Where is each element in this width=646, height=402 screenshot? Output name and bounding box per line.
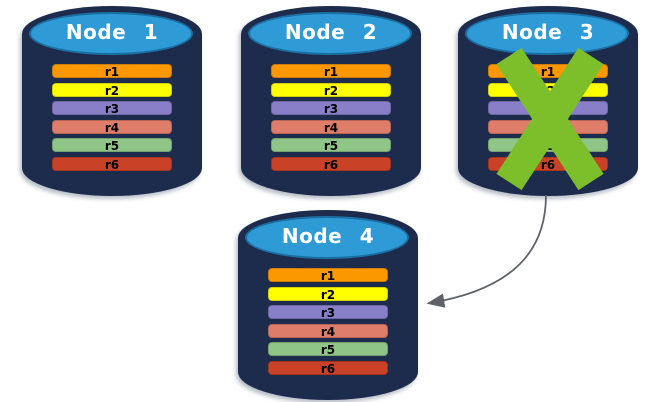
replica-bar-r1: r1 [268,268,388,283]
node-2: Node 2 r1 r2 r3 r4 r5 r6 [241,6,421,198]
replica-bar-r3: r3 [52,101,172,116]
node-title: Node 4 [281,224,375,248]
replica-bar-r4: r4 [268,323,388,339]
node-title: Node 2 [284,20,378,44]
replica-bar-r4: r4 [52,119,172,135]
replica-bar-r1: r1 [271,64,391,79]
cylinder-top [465,12,629,55]
arrow-curve [426,194,547,308]
replica-bar-r6: r6 [268,360,388,376]
replica-stack: r1 r2 r3 r4 r5 r6 [52,64,172,175]
failure-x-icon [496,47,604,191]
replica-bar-r1: r1 [52,64,172,79]
replica-bar-r5: r5 [268,342,388,357]
replica-bar-r4: r4 [271,119,391,135]
node-1: Node 1 r1 r2 r3 r4 r5 r6 [22,6,202,198]
replica-bar-r2: r2 [52,82,172,98]
replica-bar-r3: r3 [271,101,391,116]
replica-bar-r2: r2 [271,82,391,98]
replica-bar-r6: r6 [52,156,172,172]
replica-bar-r6: r6 [271,156,391,172]
cylinder-top [248,12,412,55]
replica-stack: r1 r2 r3 r4 r5 r6 [271,64,391,175]
replica-bar-r5: r5 [271,138,391,153]
cylinder-top [29,12,193,55]
replica-bar-r2: r2 [268,286,388,302]
node-3: Node 3 r1 r2 r3 r4 r5 r6 [458,6,638,198]
node-title: Node 1 [65,20,159,44]
replica-bar-r5: r5 [52,138,172,153]
replica-stack: r1 r2 r3 r4 r5 r6 [268,268,388,379]
replica-bar-r3: r3 [268,305,388,320]
node-title: Node 3 [501,20,595,44]
node-4: Node 4 r1 r2 r3 r4 r5 r6 [238,210,418,402]
cylinder-top [245,216,409,259]
